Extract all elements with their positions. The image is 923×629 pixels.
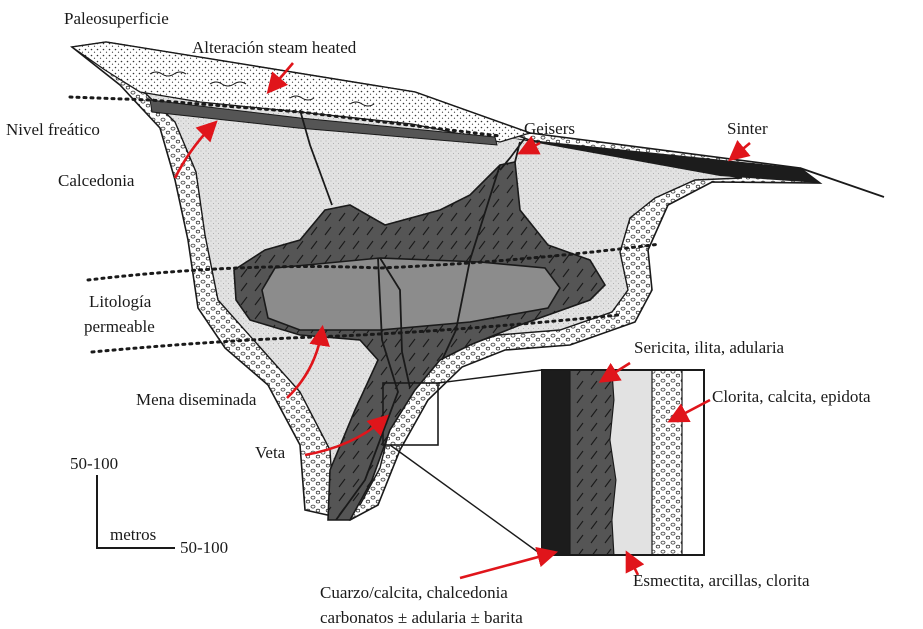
label-geisers: Geisers (524, 119, 575, 138)
label-esmectita: Esmectita, arcillas, clorita (633, 571, 810, 590)
label-calcedonia: Calcedonia (58, 171, 135, 190)
label-clorita: Clorita, calcita, epidota (712, 387, 871, 406)
label-scale-horizontal: 50-100 (180, 538, 228, 557)
label-litologia-2: permeable (84, 317, 155, 336)
arrow-cuarzo (460, 553, 553, 578)
label-paleosuperficie: Paleosuperficie (64, 9, 169, 28)
label-mena-diseminada: Mena diseminada (136, 390, 257, 409)
arrow-sinter (732, 143, 750, 158)
label-veta: Veta (255, 443, 286, 462)
label-scale-vertical: 50-100 (70, 454, 118, 473)
label-litologia-1: Litología (89, 292, 152, 311)
label-sinter: Sinter (727, 119, 768, 138)
label-nivel-freatico: Nivel freático (6, 120, 100, 139)
label-sericita: Sericita, ilita, adularia (634, 338, 785, 357)
label-cuarzo-2: carbonatos ± adularia ± barita (320, 608, 523, 627)
label-steam-heated: Alteración steam heated (192, 38, 357, 57)
label-cuarzo-1: Cuarzo/calcita, chalcedonia (320, 583, 508, 602)
zoom-line-bottom (390, 445, 542, 555)
detail-panel (542, 370, 704, 555)
label-scale-unit: metros (110, 525, 156, 544)
